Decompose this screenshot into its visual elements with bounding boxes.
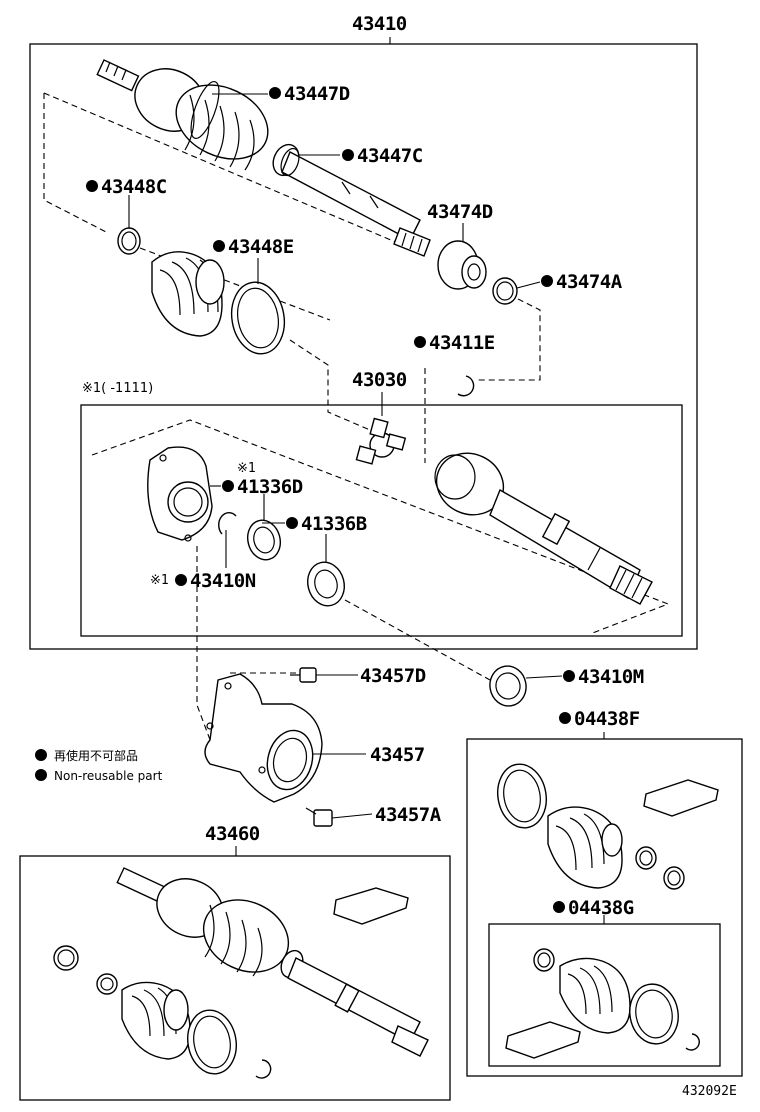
snap-ring-04438G bbox=[685, 1033, 700, 1051]
clamp-43447C bbox=[280, 147, 300, 177]
seal-41336B bbox=[307, 561, 345, 607]
non-reusable-marker bbox=[563, 670, 575, 682]
bolt-43457A bbox=[305, 807, 333, 827]
legend-dot-en bbox=[35, 769, 47, 781]
label-43410N: 43410N bbox=[190, 570, 256, 592]
label-43410: 43410 bbox=[352, 13, 407, 35]
legend-dot-jp bbox=[35, 749, 47, 761]
label-41336D: 41336D bbox=[237, 476, 303, 498]
band-04438F bbox=[497, 763, 547, 829]
non-reusable-marker bbox=[559, 712, 571, 724]
dashed-group-outer-boot bbox=[43, 93, 109, 234]
label-04438F: 04438F bbox=[574, 708, 640, 730]
label-43457A: 43457A bbox=[375, 804, 442, 826]
non-reusable-marker bbox=[286, 517, 298, 529]
non-reusable-marker bbox=[86, 180, 98, 192]
non-reusable-marker bbox=[553, 901, 565, 913]
bolt-43457D bbox=[290, 667, 317, 683]
dashed-band-to-shaft bbox=[289, 339, 371, 431]
non-reusable-marker bbox=[541, 275, 553, 287]
label-43447C: 43447C bbox=[357, 145, 423, 167]
dashed-ring-group bbox=[475, 289, 541, 381]
bracket-43457 bbox=[204, 673, 323, 803]
clamp-43447D bbox=[190, 81, 220, 139]
snap-ring-43410N bbox=[218, 512, 237, 535]
non-reusable-marker bbox=[175, 574, 187, 586]
label-43448C: 43448C bbox=[101, 176, 167, 198]
non-reusable-marker bbox=[213, 240, 225, 252]
snap-ring-43460 bbox=[255, 1059, 272, 1079]
label-43410M: 43410M bbox=[578, 666, 644, 688]
boot-04438F bbox=[547, 806, 623, 889]
seal-43410M bbox=[489, 665, 527, 707]
band-43460 bbox=[187, 1009, 237, 1075]
band-43448E bbox=[230, 281, 286, 355]
non-reusable-marker bbox=[269, 87, 281, 99]
inner-joint-43030 bbox=[355, 417, 653, 605]
asterisk-note-43410N: ※1 bbox=[150, 573, 169, 588]
boot-43460 bbox=[121, 981, 191, 1060]
label-43447D: 43447D bbox=[284, 83, 350, 105]
label-43474A: 43474A bbox=[556, 271, 623, 293]
drive-shaft-43410 bbox=[96, 59, 431, 257]
boot-outer bbox=[151, 251, 225, 337]
frame-43410-assembly bbox=[29, 43, 698, 650]
seal-41336D bbox=[247, 519, 281, 561]
clamp-04438F-a bbox=[635, 846, 657, 870]
label-43411E: 43411E bbox=[429, 332, 495, 354]
label-43457D: 43457D bbox=[360, 665, 426, 687]
dashed-subassembly bbox=[91, 419, 670, 635]
non-reusable-marker bbox=[222, 480, 234, 492]
boot-04438G bbox=[559, 957, 631, 1034]
non-reusable-marker bbox=[342, 149, 354, 161]
legend-text-jp: 再使用不可部品 bbox=[54, 748, 138, 763]
legend-text-en: Non-reusable part bbox=[54, 769, 163, 783]
clamp-04438G bbox=[533, 948, 555, 972]
snap-ring-43411E bbox=[457, 375, 475, 397]
label-04438G: 04438G bbox=[568, 897, 634, 919]
variant-range-note: ※1( -1111) bbox=[82, 381, 153, 396]
dashed-bracket-link bbox=[196, 546, 213, 746]
clamp-43460-b bbox=[96, 973, 118, 995]
damper-43474D bbox=[437, 240, 487, 290]
band-04438G bbox=[629, 983, 679, 1045]
grease-pack-04438F bbox=[643, 779, 719, 817]
label-43460: 43460 bbox=[205, 823, 260, 845]
grease-pack-04438G bbox=[505, 1021, 581, 1059]
drive-shaft-43460 bbox=[116, 867, 429, 1057]
label-43030: 43030 bbox=[352, 369, 407, 391]
label-41336B: 41336B bbox=[301, 513, 367, 535]
frame-43460-assembly bbox=[19, 855, 451, 1101]
dashed-top-line bbox=[43, 92, 406, 247]
label-43474D: 43474D bbox=[427, 201, 493, 223]
drawing-code: 432092E bbox=[682, 1084, 737, 1099]
clamp-04438F-b bbox=[663, 866, 685, 890]
non-reusable-marker bbox=[414, 336, 426, 348]
label-43457: 43457 bbox=[370, 744, 425, 766]
bearing-housing bbox=[147, 446, 213, 542]
grease-pack-43460 bbox=[333, 887, 409, 925]
label-43448E: 43448E bbox=[228, 236, 294, 258]
asterisk-note-41336D: ※1 bbox=[237, 461, 256, 476]
dashed-seal-to-43410M bbox=[344, 599, 491, 681]
